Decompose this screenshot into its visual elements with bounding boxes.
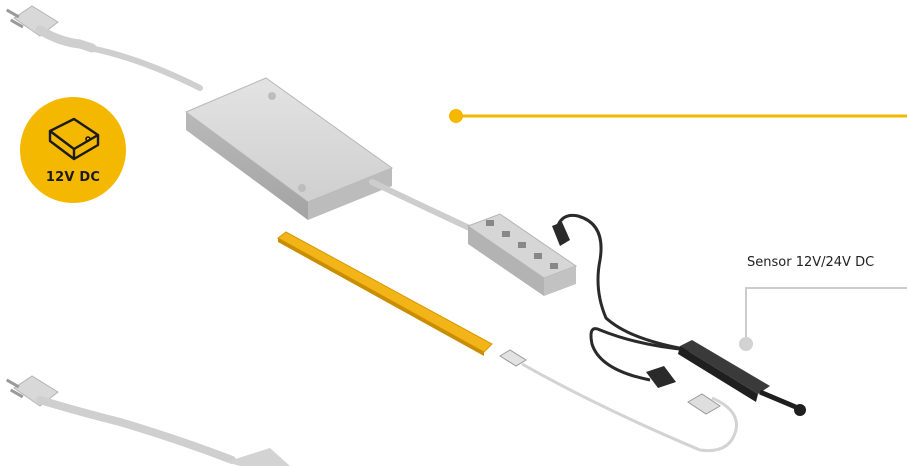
low-voltage-cable	[372, 182, 478, 232]
power-supply-unit	[186, 78, 392, 220]
power-plug-bottom	[6, 376, 290, 466]
sensor-cable	[552, 215, 690, 380]
mains-cable-top	[90, 48, 200, 88]
callout-line-sensor	[739, 288, 907, 351]
callout-line-psu	[449, 109, 907, 123]
led-strip	[278, 232, 492, 356]
voltage-badge: 12V DC	[20, 97, 126, 203]
power-supply-icon	[44, 113, 102, 163]
sensor-label: Sensor 12V/24V DC	[747, 255, 874, 270]
badge-label: 12V DC	[20, 170, 126, 185]
power-plug-top	[6, 6, 92, 48]
